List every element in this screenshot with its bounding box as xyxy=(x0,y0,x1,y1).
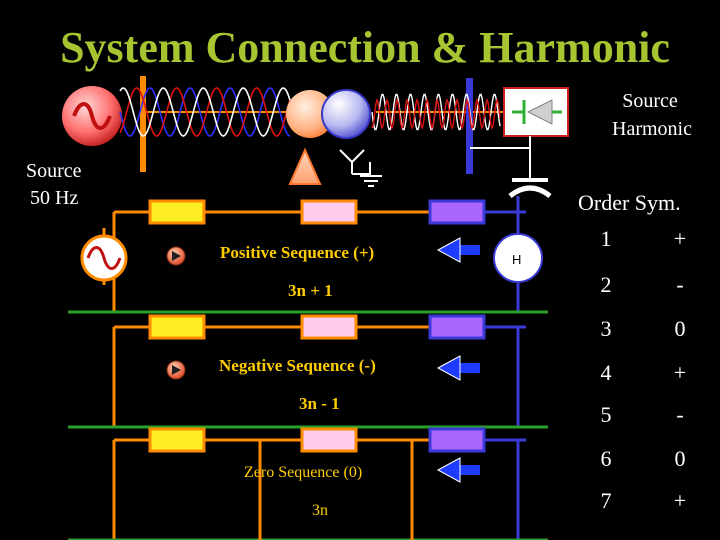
sym-value: + xyxy=(673,360,687,385)
arrow-shaft xyxy=(458,465,480,475)
sym-value: - xyxy=(676,402,684,427)
reactor-icon xyxy=(300,427,358,453)
order-value: 1 xyxy=(600,226,612,251)
load-icon xyxy=(428,427,486,453)
generator-sine xyxy=(86,246,122,270)
page-title: System Connection & Harmonic xyxy=(60,23,670,72)
sym-value: 0 xyxy=(674,446,686,471)
sequence-panel-2 xyxy=(68,427,548,540)
wave-trace xyxy=(119,87,291,137)
harmonic-source-diode-icon xyxy=(503,87,569,137)
wave-trace xyxy=(371,98,501,130)
order-value: 6 xyxy=(600,446,612,471)
fundamental-waves xyxy=(119,87,291,137)
delta-winding-icon xyxy=(288,147,322,185)
sequence-panel-1 xyxy=(68,314,548,429)
resistor-icon xyxy=(148,314,206,340)
capacitor-icon xyxy=(470,136,552,199)
load-icon xyxy=(428,199,486,225)
order-value: 3 xyxy=(600,316,612,341)
source-harmonic-label-line2: Harmonic xyxy=(612,118,692,140)
arrow-shaft xyxy=(458,363,480,373)
sym-value: + xyxy=(673,488,687,513)
source-generator-lower-icon xyxy=(80,228,128,285)
order-value: 5 xyxy=(600,402,612,427)
order-sym-header: Order Sym. xyxy=(578,190,681,215)
positive-sequence-formula: 3n + 1 xyxy=(288,281,333,300)
wave-trace xyxy=(119,87,291,137)
arrow-head-icon xyxy=(436,355,461,381)
play-glyph xyxy=(172,365,181,375)
load-icon xyxy=(428,314,486,340)
sym-value: 0 xyxy=(674,316,686,341)
zero-sequence-formula: 3n xyxy=(312,502,328,519)
wye-ground-icon xyxy=(339,149,382,187)
wave-trace xyxy=(119,87,291,137)
harmonic-marker-label: H xyxy=(512,252,522,267)
zero-sequence-label: Zero Sequence (0) xyxy=(244,464,363,481)
sym-value: + xyxy=(673,226,687,251)
harmonic-waves xyxy=(371,93,501,131)
order-value: 2 xyxy=(600,272,612,297)
order-value: 7 xyxy=(600,488,612,513)
reactor-icon xyxy=(300,314,358,340)
source-harmonic-label-line1: Source xyxy=(622,90,678,112)
h-marker-circle xyxy=(493,233,543,283)
sym-value: - xyxy=(676,272,684,297)
sequence-panel-0 xyxy=(68,199,548,314)
negative-sequence-label: Negative Sequence (-) xyxy=(219,356,376,375)
source-50hz-label-line1: Source xyxy=(26,160,82,182)
sequence-panels xyxy=(68,196,548,540)
play-glyph xyxy=(172,251,181,261)
resistor-icon xyxy=(148,427,206,453)
positive-sequence-label: Positive Sequence (+) xyxy=(220,243,375,262)
source-50hz-generator-icon xyxy=(62,86,122,146)
source-bus-bar xyxy=(140,76,146,172)
source-50hz-label-line2: 50 Hz xyxy=(30,187,79,209)
harmonic-marker-icon xyxy=(493,196,543,283)
reactor-icon xyxy=(300,199,358,225)
resistor-icon xyxy=(148,199,206,225)
arrow-head-icon xyxy=(436,237,461,263)
order-value: 4 xyxy=(600,360,612,385)
harmonic-bus-bar xyxy=(466,78,473,174)
negative-sequence-formula: 3n - 1 xyxy=(299,394,340,413)
arrow-shaft xyxy=(458,245,480,255)
transformer-icon xyxy=(286,89,371,139)
arrow-head-icon xyxy=(436,457,461,483)
